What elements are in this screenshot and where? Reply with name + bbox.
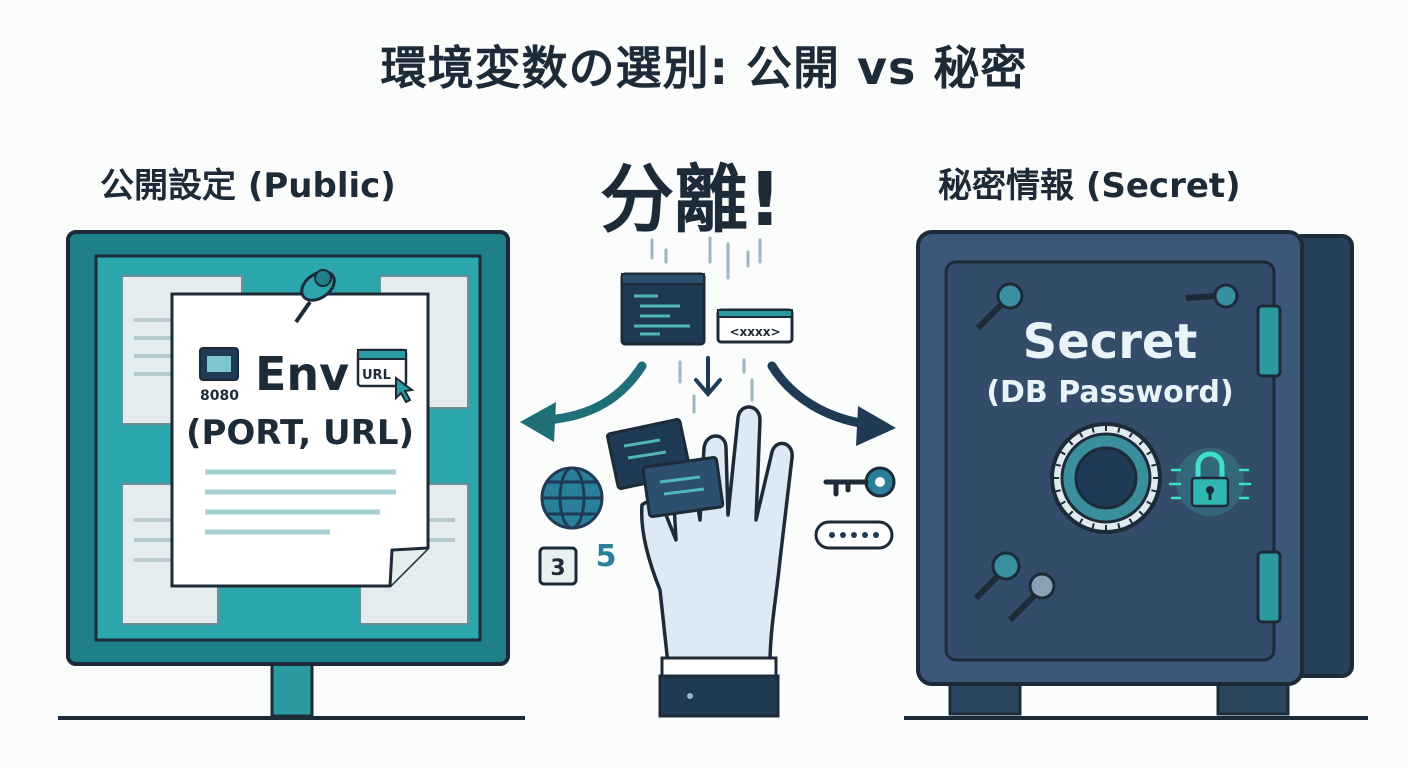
dial-tick (1151, 489, 1157, 493)
board-stand (270, 658, 314, 718)
dial-tick (1138, 510, 1144, 516)
number-a-text: 3 (550, 556, 565, 581)
globe-icon (540, 466, 604, 530)
dial-tick (1079, 518, 1084, 524)
ethernet-port-icon (199, 347, 239, 381)
down-arrow-icon (694, 356, 722, 398)
dial-tick (1060, 500, 1066, 505)
key-icon (823, 466, 896, 498)
code-window-icon (620, 272, 706, 346)
dial-tick (1128, 432, 1133, 438)
dial-tick (1138, 440, 1144, 446)
env-detail: (PORT, URL) (186, 413, 414, 453)
dial-tick (1146, 500, 1152, 505)
combination-dial-icon (1050, 422, 1162, 534)
public-section-title: 公開設定 (Public) (100, 166, 396, 206)
public-bulletin-board: 8080 URL Env (PORT, URL) (58, 230, 525, 720)
dial-tick (1055, 463, 1061, 467)
masked-value-field (716, 308, 794, 344)
number-tile (538, 546, 578, 586)
dial-tick (1146, 451, 1152, 456)
dial-tick (1068, 510, 1074, 516)
env-label: Env (255, 347, 349, 401)
secret-safe: Secret (DB Password) (904, 230, 1368, 720)
dial-tick (1128, 518, 1133, 524)
number-b-text: 5 (596, 539, 617, 574)
dial-tick (1151, 463, 1157, 467)
code-card-icon (606, 417, 725, 519)
key-icon (973, 282, 1239, 623)
masked-value-text: <xxxx> (729, 325, 780, 339)
padlock-icon (1168, 448, 1252, 516)
dial-tick (1117, 523, 1121, 529)
url-icon-text: URL (362, 368, 391, 383)
pushpin-icon (294, 269, 336, 324)
dial-tick (1091, 427, 1095, 433)
arrow-to-secret-icon (767, 361, 896, 446)
port-number-text: 8080 (200, 388, 239, 404)
secret-section-title: 秘密情報 (Secret) (938, 166, 1241, 206)
dial-tick (1055, 489, 1061, 493)
note-folded-corner (388, 546, 429, 587)
dial-tick (1079, 432, 1084, 438)
safe-foot (1216, 680, 1290, 716)
password-dots-icon (814, 520, 894, 550)
dial-tick (1068, 440, 1074, 446)
safe-label: Secret (1023, 314, 1198, 370)
arrow-to-public-icon (520, 361, 647, 442)
safe-detail: (DB Password) (986, 375, 1233, 410)
dial-tick (1060, 451, 1066, 456)
dial-tick (1117, 427, 1121, 433)
safe-hinge (1256, 550, 1282, 624)
separate-label: 分離! (600, 157, 782, 243)
falling-motion-lines (650, 236, 762, 414)
page-title: 環境変数の選別: 公開 vs 秘密 (380, 41, 1028, 95)
safe-hinge (1256, 304, 1282, 378)
url-window-icon (356, 348, 415, 404)
separation-center: <xxxx> 3 5 (520, 236, 896, 718)
dial-tick (1091, 523, 1095, 529)
note-text-lines (205, 469, 396, 535)
safe-foot (948, 680, 1022, 716)
